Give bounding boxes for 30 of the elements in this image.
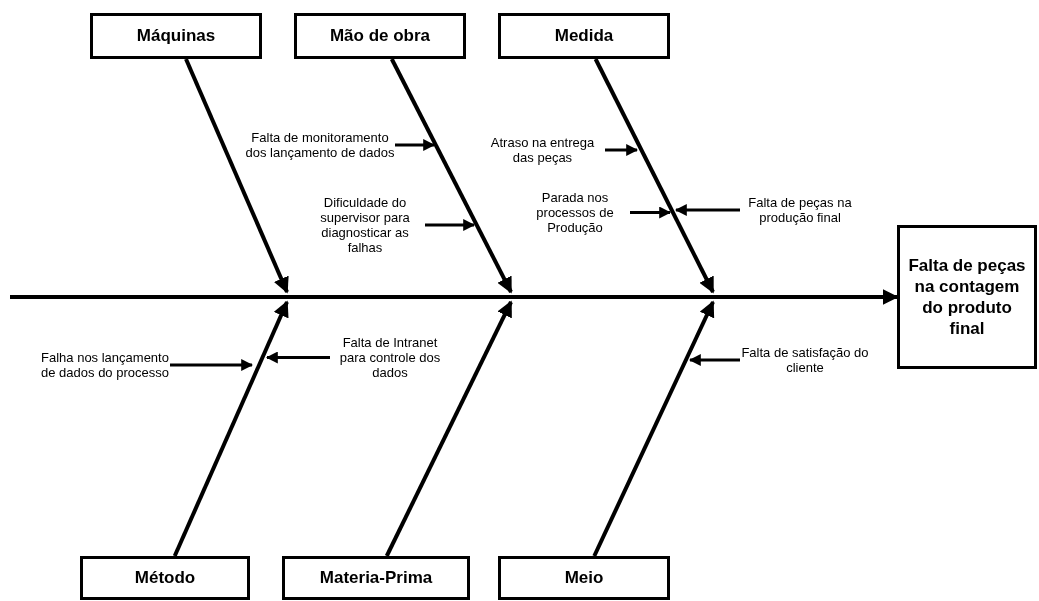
arrow — [170, 359, 254, 371]
arrow — [425, 219, 476, 231]
cause-text: Falta de peças na produção final — [740, 195, 860, 225]
cause-text: Atraso na entrega das peças — [480, 135, 605, 165]
arrow — [688, 354, 740, 366]
cause-text: Falha nos lançamento de dados do processo — [40, 350, 170, 380]
category-box: Medida — [498, 13, 670, 59]
arrow — [395, 139, 436, 151]
category-box: Método — [80, 556, 250, 600]
bone-arrow — [390, 58, 513, 294]
cause-text: Falta de monitoramento dos lançamento de dados — [245, 130, 395, 160]
bone-arrow — [384, 300, 513, 557]
arrow — [265, 351, 330, 364]
category-box: Máquinas — [90, 13, 262, 59]
category-box: Materia-Prima — [282, 556, 470, 600]
bone-arrow — [172, 300, 289, 557]
cause-text: Dificuldade do supervisor para diagnosticar as falhas — [305, 195, 425, 255]
cause-text: Parada nos processos de Produção — [520, 190, 630, 235]
spine-arrow — [10, 289, 899, 305]
category-box: Meio — [498, 556, 670, 600]
cause-text: Falta de Intranet para controle dos dados — [330, 335, 450, 380]
arrow — [630, 206, 672, 219]
arrow — [605, 144, 639, 156]
bone-arrow — [184, 58, 289, 294]
bone-arrow — [592, 300, 715, 557]
category-box: Mão de obra — [294, 13, 466, 59]
bone-arrow — [593, 58, 715, 294]
cause-text: Falta de satisfação do cliente — [740, 345, 870, 375]
arrow — [674, 204, 740, 216]
effect-box: Falta de peças na contagem do produto final — [897, 225, 1037, 369]
